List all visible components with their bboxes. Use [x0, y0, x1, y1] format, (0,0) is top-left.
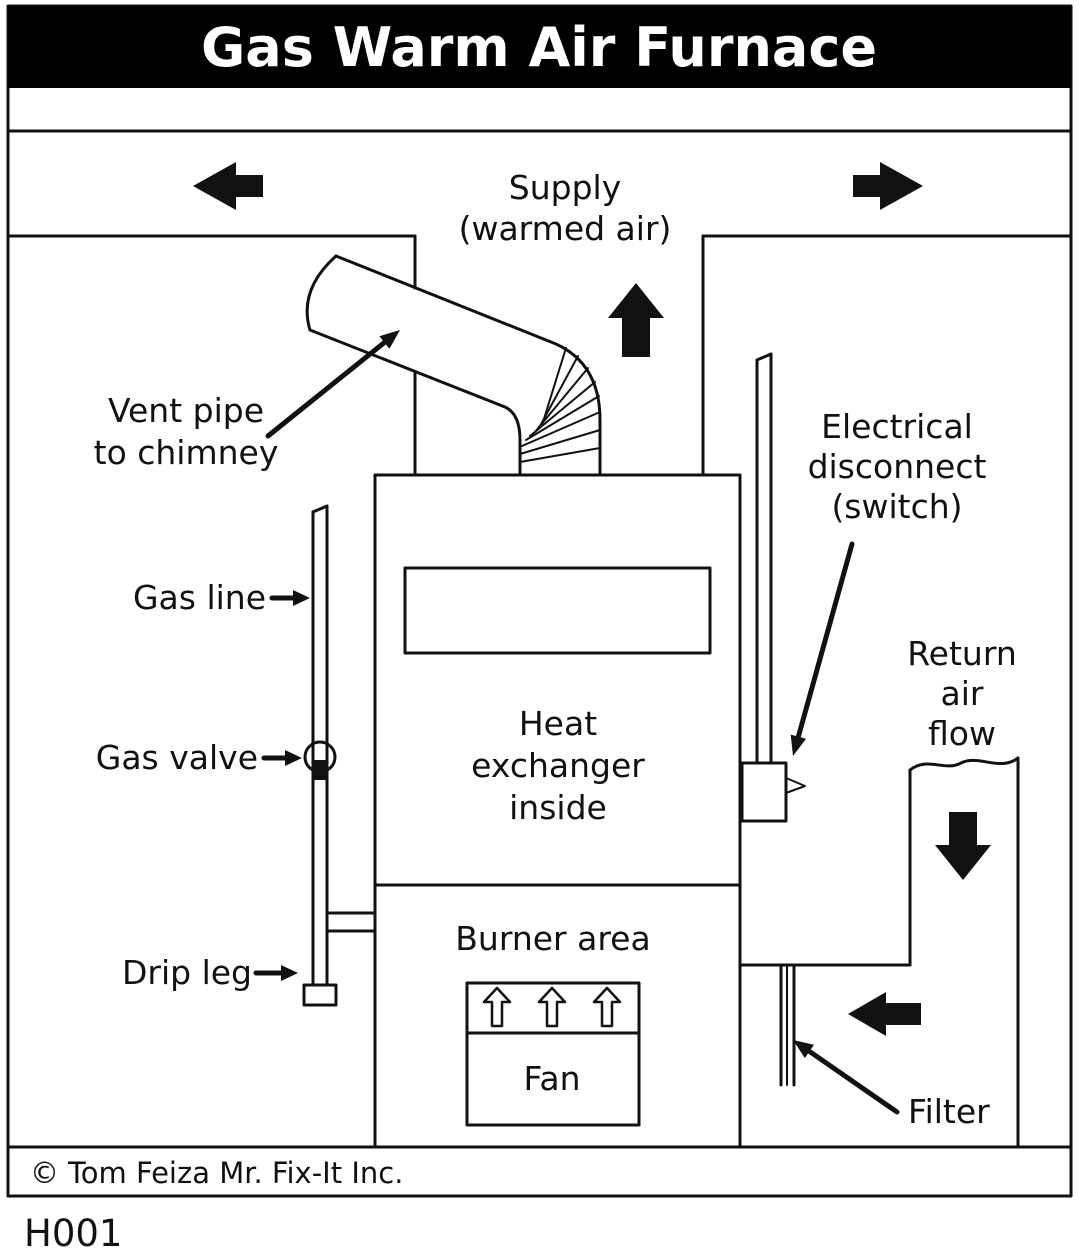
heat-exchanger-label-line3: inside: [509, 788, 607, 827]
gas-line-pointer-arrow: [269, 590, 310, 606]
drip-leg-cap: [302, 983, 338, 1007]
electrical-disconnect-pointer-arrow: [790, 541, 855, 756]
return-air-label-line2: air: [941, 674, 984, 713]
diagram-title: Gas Warm Air Furnace: [201, 16, 877, 79]
supply-left-arrow-icon: [193, 162, 263, 210]
supply-duct: [6, 129, 1073, 477]
furnace-nameplate: [403, 566, 712, 655]
return-down-arrow-icon: [935, 812, 991, 880]
fan-label: Fan: [523, 1059, 580, 1098]
return-left-arrow-icon: [848, 992, 921, 1036]
gas-line-label: Gas line: [133, 578, 266, 617]
title-bar: [8, 6, 1071, 88]
heat-exchanger-label-line2: exchanger: [471, 746, 645, 785]
fan-up-arrow-icon: [482, 986, 512, 1028]
filter-label: Filter: [908, 1092, 990, 1131]
electrical-disconnect-label-line3: (switch): [831, 487, 962, 526]
gas-valve-label: Gas valve: [96, 738, 258, 777]
return-air-label-line1: Return: [907, 634, 1017, 673]
copyright-icon: ©: [30, 1156, 59, 1190]
vent-pipe-pointer-arrow: [265, 330, 400, 439]
electrical-disconnect-label-line2: disconnect: [808, 447, 987, 486]
disconnect-switch-box: [740, 761, 806, 823]
diagram-code: H001: [24, 1212, 122, 1255]
gas-valve: [303, 740, 337, 780]
supply-right-arrow-icon: [853, 162, 923, 210]
fan-up-arrow-icon: [592, 986, 622, 1028]
return-duct: [738, 756, 1020, 1148]
supply-label-line1: Supply: [509, 168, 621, 207]
heat-exchanger-label-line1: Heat: [519, 704, 597, 743]
burner-area-label: Burner area: [455, 919, 650, 958]
gas-line-pipe: [311, 504, 377, 987]
fan-box: [465, 981, 641, 1127]
drip-leg-label: Drip leg: [122, 953, 252, 992]
filter-pointer-arrow: [793, 1040, 900, 1115]
supply-up-arrow-icon: [608, 283, 664, 357]
footer-credit: Tom Feiza Mr. Fix-It Inc.: [67, 1156, 403, 1190]
electrical-disconnect-label-line1: Electrical: [821, 407, 973, 446]
return-air-label-line3: flow: [928, 714, 996, 753]
supply-label-line2: (warmed air): [459, 209, 672, 248]
vent-pipe: [305, 254, 602, 477]
fan-up-arrow-icon: [537, 986, 567, 1028]
gas-valve-pointer-arrow: [261, 750, 302, 766]
vent-pipe-label-line1: Vent pipe: [108, 391, 264, 430]
vent-pipe-elbow-hatch: [519, 347, 601, 463]
electrical-conduit: [755, 352, 773, 765]
filter-element: [779, 963, 796, 1087]
drip-leg-pointer-arrow: [253, 965, 298, 981]
vent-pipe-label-line2: to chimney: [94, 433, 279, 472]
